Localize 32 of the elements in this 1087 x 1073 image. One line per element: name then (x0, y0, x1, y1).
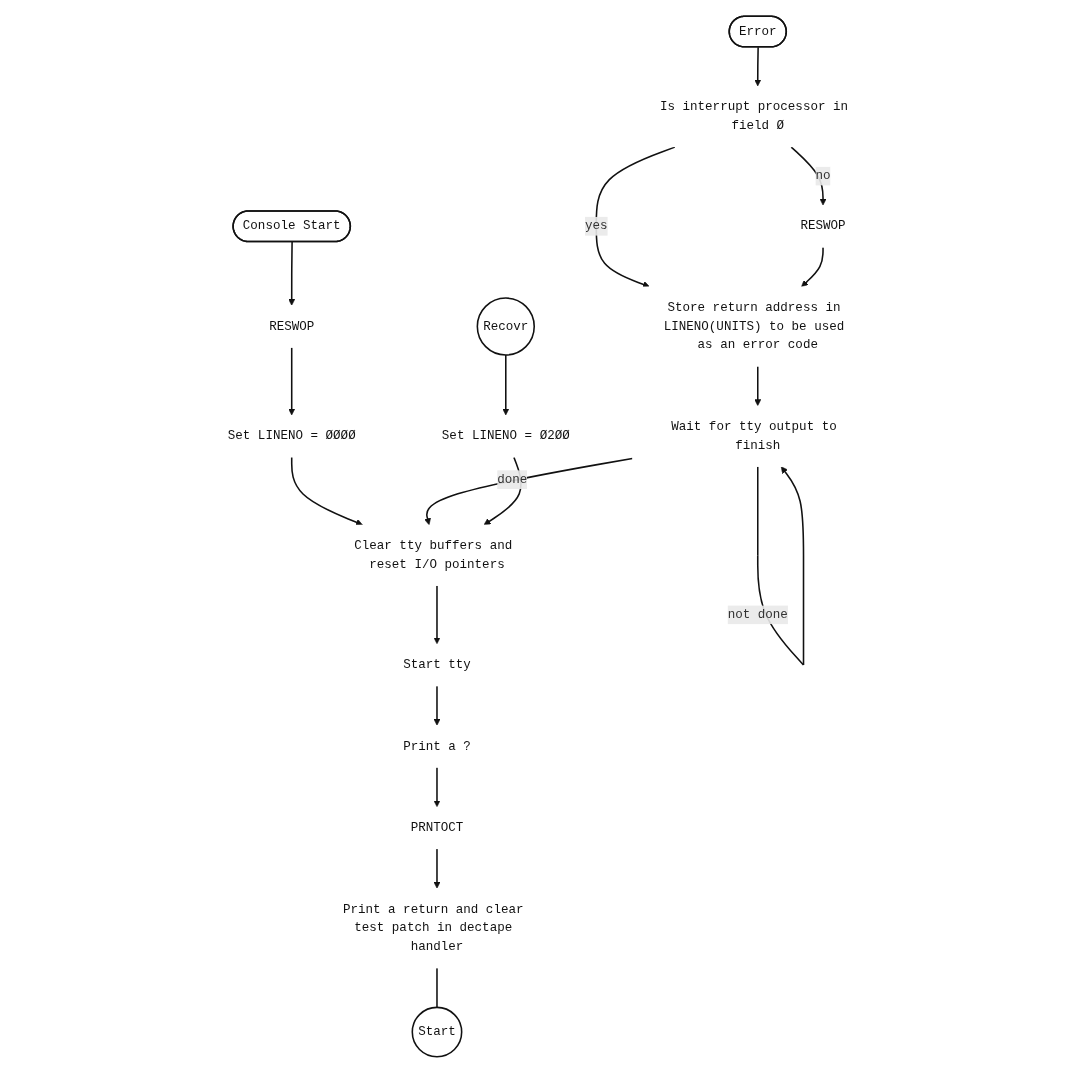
node-text: RESWOP (800, 219, 846, 234)
node-circle: Start (411, 1006, 463, 1058)
arrow (433, 848, 441, 889)
node-text: Set LINENO = ØØØØ (227, 429, 356, 444)
node-text: Wait for tty output to finish (671, 419, 837, 453)
node-text: PRNTOCT (410, 820, 464, 835)
node-text: Print a return and clear test patch in dectape handler (342, 902, 524, 955)
arrow (288, 241, 295, 306)
node-text: Print a ? (402, 739, 471, 754)
connector (436, 967, 438, 1009)
arrow (288, 346, 295, 416)
node-text: RESWOP (268, 319, 315, 334)
edge-label: no (815, 169, 831, 184)
node-text: Start tty (402, 657, 471, 673)
edge-label: yes (584, 219, 608, 234)
arrow (790, 146, 827, 206)
edge-label: done (497, 472, 528, 487)
node-text: Is interrupt processor in field Ø (659, 100, 848, 134)
arrow (754, 365, 761, 406)
arrow (801, 246, 824, 287)
edge-label: not done (727, 607, 788, 622)
node-text: Store return address in LINENO(UNITS) to be used as an error code (663, 300, 845, 353)
arrow (433, 585, 441, 645)
arrow (595, 146, 676, 288)
node-circle: Recovr (476, 297, 535, 356)
node-text: Clear tty buffers and reset I/O pointers (354, 538, 513, 572)
arrow (433, 766, 441, 808)
arrow (290, 456, 363, 526)
node-text: Set LINENO = Ø2ØØ (441, 429, 570, 444)
arrow (433, 685, 441, 726)
arrow (754, 46, 761, 87)
arrow (502, 354, 510, 416)
